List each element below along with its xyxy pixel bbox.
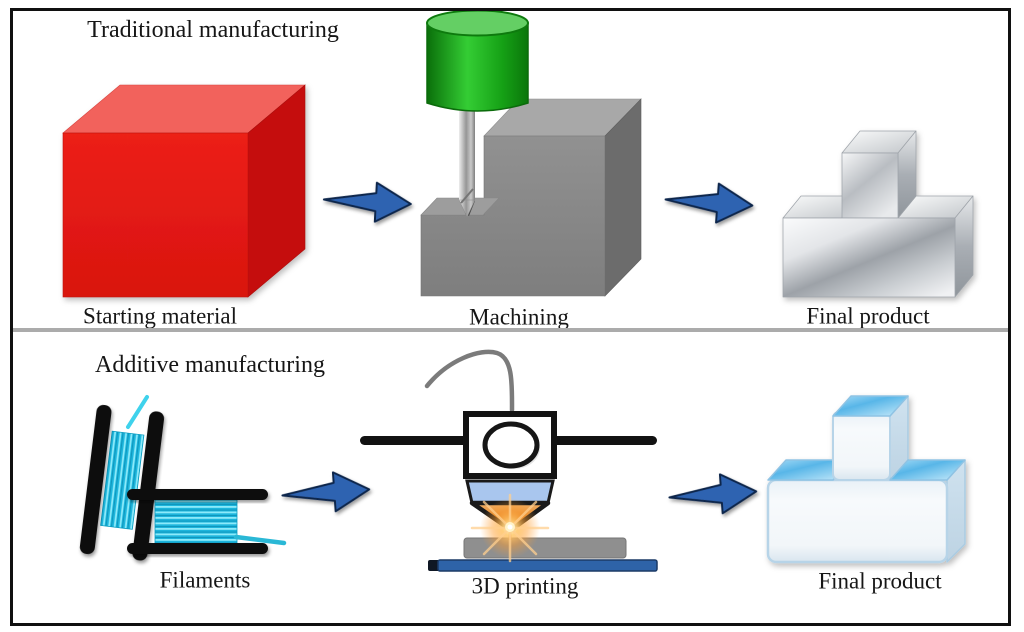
row-title-traditional: Traditional manufacturing — [87, 17, 339, 43]
red-cube-front-face — [62, 132, 249, 298]
block-step-face — [420, 197, 500, 216]
step-label-starting-material: Starting material — [83, 303, 237, 329]
step-label-machining: Machining — [469, 304, 569, 330]
arrow-icon — [322, 181, 412, 223]
drill-bit — [459, 108, 475, 200]
step-label-3d-printing: 3D printing — [471, 573, 579, 599]
filament-feed-tube — [424, 349, 515, 413]
filament-spools-icon — [79, 395, 287, 561]
arrow-icon — [281, 471, 371, 513]
tool-holder-body — [426, 22, 529, 112]
glass-cube-top — [832, 395, 909, 417]
spool-flange — [132, 411, 165, 561]
arrow-icon — [668, 473, 758, 515]
outer-frame — [10, 8, 1011, 626]
filament-coil — [100, 430, 145, 530]
red-cube-icon — [62, 84, 306, 298]
step-label-final-product-top: Final product — [806, 303, 930, 329]
silver-t-block-icon — [782, 130, 974, 298]
arrow-icon — [664, 182, 754, 224]
print-bed — [437, 559, 658, 572]
drill-flute — [460, 188, 474, 204]
blue-t-block-icon — [766, 395, 966, 564]
row-title-additive: Additive manufacturing — [95, 352, 325, 378]
drill-tip — [458, 199, 476, 218]
row-divider — [13, 328, 1008, 332]
filament-strand — [233, 534, 287, 546]
nozzle-glow — [470, 493, 550, 563]
fdm-printer-icon — [360, 349, 658, 572]
step-label-filaments: Filaments — [159, 567, 251, 593]
step-label-final-product-bottom: Final product — [818, 568, 942, 594]
spool-flange — [127, 489, 268, 500]
filament-strand — [126, 395, 149, 429]
tilted-spool — [79, 404, 165, 561]
glass-right-wing-top — [889, 459, 966, 481]
spool-flange — [79, 404, 112, 555]
spool-flange — [127, 543, 268, 554]
silver-base-front — [782, 217, 956, 298]
extruder-dial — [482, 421, 540, 469]
milling-tool-icon — [420, 9, 642, 297]
flat-spool — [127, 489, 287, 554]
